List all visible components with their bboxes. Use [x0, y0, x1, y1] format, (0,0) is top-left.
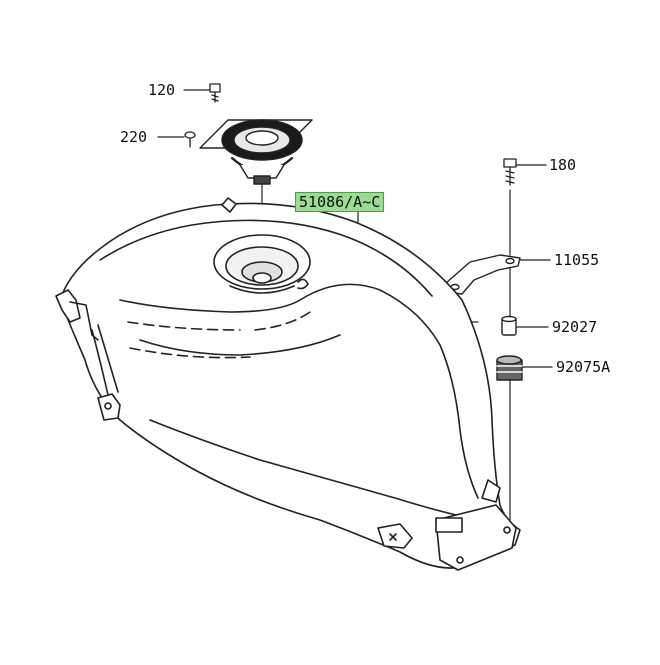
- callout-11055: 11055: [554, 251, 600, 269]
- bolt-180: [503, 158, 517, 186]
- screw-220: [184, 131, 196, 148]
- bolt-120: [209, 83, 221, 103]
- callout-92027: 92027: [552, 318, 598, 336]
- damper-92075a: [496, 355, 523, 381]
- fuel-tank-body: [55, 197, 521, 571]
- callout-fuel-tank: 51086/A~C: [295, 192, 385, 212]
- callout-92075a: 92075A: [556, 358, 611, 376]
- callout-180: 180: [549, 156, 577, 174]
- fuel-cap-assembly: [199, 119, 313, 185]
- callout-120: 120: [148, 81, 176, 99]
- collar-92027: [501, 315, 517, 336]
- bracket-11055: [445, 254, 521, 295]
- callout-220: 220: [120, 128, 148, 146]
